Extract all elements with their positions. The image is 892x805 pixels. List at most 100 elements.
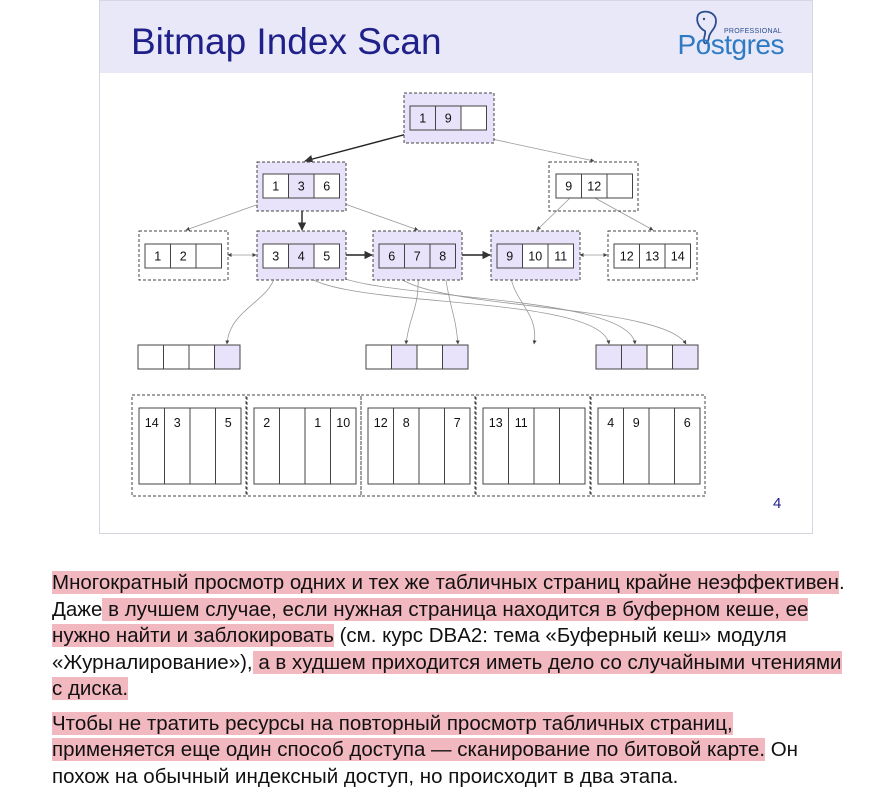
leaf-node-4-cell — [496, 243, 523, 269]
bitmap-bit-set — [391, 344, 418, 370]
inner-node-1-key: 3 — [298, 180, 305, 194]
inner-node-2-key: 12 — [587, 180, 601, 194]
leaf-node-4: 9 10 11 — [490, 230, 581, 281]
highlighted-text: Многократный просмотр одних и тех же таб… — [52, 571, 839, 594]
page-number: 4 — [773, 495, 782, 512]
root-node-key: 9 — [445, 112, 452, 126]
leaf-node-2-cell — [313, 243, 340, 269]
inner-node-1: 1 3 6 — [256, 161, 347, 212]
bitmap-bit-set — [672, 344, 699, 370]
inner-node-2-frame — [548, 161, 639, 212]
table-page-frame — [475, 394, 591, 497]
inner-node-1-cell — [262, 173, 289, 199]
tuple-slot — [279, 407, 306, 485]
tuple-key: 2 — [263, 416, 270, 430]
leaf-node-2-key: 5 — [323, 250, 330, 264]
tuple-key: 6 — [684, 416, 691, 430]
edge-root-inner1 — [304, 129, 423, 164]
highlighted-text: Чтобы не тратить ресурсы на повторный пр… — [52, 711, 766, 761]
tuple-slot — [674, 407, 701, 485]
table-page-3: 12 8 7 — [360, 394, 476, 497]
narrative-paragraph: Чтобы не тратить ресурсы на повторный пр… — [52, 711, 852, 791]
inner-node-1-key: 1 — [272, 180, 279, 194]
bitmap-bit — [646, 344, 673, 370]
bitmap-bit — [137, 344, 164, 370]
plain-text: . Даже — [52, 571, 845, 621]
leaf-node-5-cell — [639, 243, 666, 269]
tuple-key: 8 — [403, 416, 410, 430]
inner-node-2-cell — [581, 173, 608, 199]
plain-text: (см. курс DBA2: тема «Буферный кеш» моду… — [52, 624, 787, 674]
edge-inner2-leaf4 — [536, 197, 571, 231]
leaf-node-4-key: 11 — [554, 250, 567, 264]
leaf-node-2-key: 3 — [272, 250, 279, 264]
bitmap-2 — [365, 344, 469, 370]
tuple-slot — [482, 407, 509, 485]
pointer-4 — [300, 267, 611, 345]
inner-node-2-cell — [555, 173, 582, 199]
leaf-node-1-frame — [138, 230, 229, 281]
narrative-paragraph: Многократный просмотр одних и тех же таб… — [52, 570, 852, 703]
slide-title: Bitmap Index Scan — [131, 21, 442, 62]
pointer-6 — [391, 267, 687, 345]
tuple-key: 10 — [336, 416, 350, 430]
tuple-key: 7 — [454, 416, 461, 430]
bitmap-bit — [163, 344, 190, 370]
leaf-node-1-cell — [195, 243, 222, 269]
leaf-node-3-key: 7 — [414, 250, 421, 264]
bitmap-1 — [137, 344, 241, 370]
tuple-slot — [393, 407, 420, 485]
leaf-node-4-key: 10 — [528, 250, 542, 264]
slide: Bitmap Index Scan PROFESSIONAL Postgres … — [99, 0, 813, 534]
leaf-node-5-key: 14 — [671, 250, 685, 264]
root-node-cell — [460, 105, 487, 131]
inner-node-2-key: 9 — [565, 180, 572, 194]
tuple-slot — [189, 407, 216, 485]
leaf-node-2-cell — [288, 243, 315, 269]
leaf-node-4-key: 9 — [506, 250, 513, 264]
tuple-key: 3 — [174, 416, 181, 430]
leaf-node-3-key: 8 — [439, 250, 446, 264]
inner-node-1-cell — [313, 173, 340, 199]
inner-node-1-key: 6 — [323, 180, 330, 194]
logo-small-text: PROFESSIONAL — [723, 28, 782, 35]
narrative: Многократный просмотр одних и тех же таб… — [52, 570, 852, 798]
leaf-node-5-cell — [613, 243, 640, 269]
tuple-key: 12 — [374, 416, 388, 430]
table-page-frame — [131, 394, 247, 497]
tuple-slot — [418, 407, 445, 485]
tuple-slot — [330, 407, 357, 485]
tuple-slot — [597, 407, 624, 485]
root-node-cell — [409, 105, 436, 131]
tuple-key: 9 — [633, 416, 640, 430]
bitmap-bit-set — [595, 344, 622, 370]
bitmap-bit-set — [621, 344, 648, 370]
inner-node-1-cell — [288, 173, 315, 199]
tuple-slot — [138, 407, 165, 485]
leaf-node-3-cell — [429, 243, 456, 269]
tuple-slot — [444, 407, 471, 485]
bitmap-bit — [365, 344, 392, 370]
leaf-node-5-frame — [607, 230, 698, 281]
tuple-key: 5 — [225, 416, 232, 430]
tuple-key: 11 — [515, 416, 528, 430]
bitmap-bit — [188, 344, 215, 370]
tuple-slot — [508, 407, 535, 485]
slide-header: Bitmap Index Scan PROFESSIONAL Postgres — [100, 1, 812, 73]
bitmap-3 — [595, 344, 699, 370]
tuple-slot — [215, 407, 242, 485]
leaf-node-5-key: 13 — [645, 250, 659, 264]
bitmap-bit-set — [214, 344, 241, 370]
postgres-logo: PROFESSIONAL Postgres — [664, 9, 784, 65]
root-node-key: 1 — [419, 112, 426, 126]
table-page-frame — [360, 394, 476, 497]
leaf-node-3-key: 6 — [388, 250, 395, 264]
bitmap-bit-set — [442, 344, 469, 370]
